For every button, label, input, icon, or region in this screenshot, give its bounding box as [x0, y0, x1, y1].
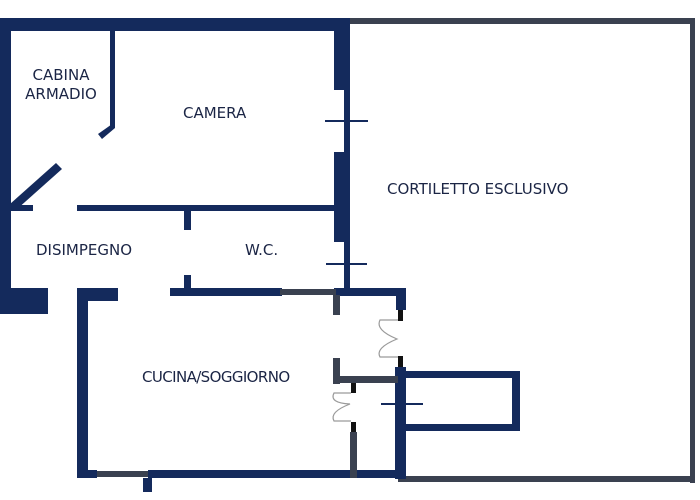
room-label-cortiletto-esclusivo: CORTILETTO ESCLUSIVO [387, 180, 569, 198]
room-label-wc: W.C. [245, 241, 279, 259]
room-label-cucina-soggiorno: CUCINA/SOGGIORNO [142, 368, 290, 386]
door-swing-lower [332, 392, 351, 422]
door-swing-upper [378, 319, 399, 358]
room-label-cabina-armadio: CABINA ARMADIO [18, 66, 104, 104]
room-label-camera: CAMERA [183, 104, 247, 122]
room-label-disimpegno: DISIMPEGNO [36, 241, 133, 259]
walls [0, 18, 520, 492]
room-label-line: ARMADIO [25, 85, 97, 103]
window-markers [325, 120, 423, 405]
secondary-walls [97, 289, 398, 478]
door-jambs [351, 310, 403, 432]
room-label-line: CABINA [32, 66, 90, 84]
courtyard-outline [349, 18, 695, 483]
door-swings [332, 319, 399, 422]
